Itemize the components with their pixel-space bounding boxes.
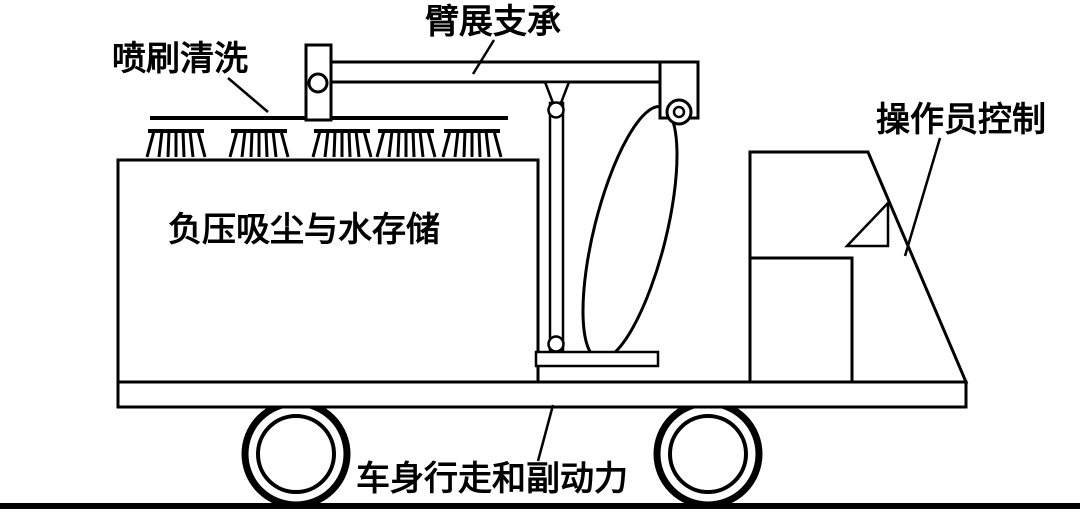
leader-spray-brush xyxy=(227,77,269,113)
label-spray-brush: 喷刷清洗 xyxy=(112,40,248,78)
arm-beam xyxy=(329,60,689,84)
label-arm-support: 臂展支承 xyxy=(425,3,561,41)
cab-inner-box xyxy=(748,256,854,384)
boom-support-bar xyxy=(534,350,660,368)
leader-arm-support xyxy=(471,39,496,75)
lift-rod xyxy=(548,101,565,352)
chassis-frame xyxy=(116,380,968,409)
brush-2 xyxy=(228,129,290,159)
rod-upper-link xyxy=(543,80,571,105)
boom-arm-oval xyxy=(581,105,679,361)
wheel-rear xyxy=(241,399,351,509)
leader-operator-control xyxy=(903,137,942,257)
label-operator-control: 操作员控制 xyxy=(876,101,1046,139)
leader-chassis-power xyxy=(536,404,555,462)
cab-window-triangle xyxy=(844,199,890,248)
label-vacuum-water-storage: 负压吸尘与水存储 xyxy=(168,211,440,249)
brush-3 xyxy=(311,129,373,159)
rod-bottom-pin xyxy=(547,335,565,353)
label-chassis-power: 车身行走和副动力 xyxy=(356,460,628,498)
wheel-front-rim xyxy=(668,414,748,494)
wheel-rear-rim xyxy=(256,414,336,494)
wheel-front xyxy=(653,399,763,509)
brush-4 xyxy=(375,129,437,159)
rod-top-pin xyxy=(547,101,565,119)
mast-pivot-pin xyxy=(307,72,329,94)
cab-outline xyxy=(748,150,969,384)
brush-1 xyxy=(145,129,207,159)
brush-5 xyxy=(441,129,503,159)
arm-joint-inner xyxy=(672,105,686,119)
tank-body xyxy=(116,158,540,384)
